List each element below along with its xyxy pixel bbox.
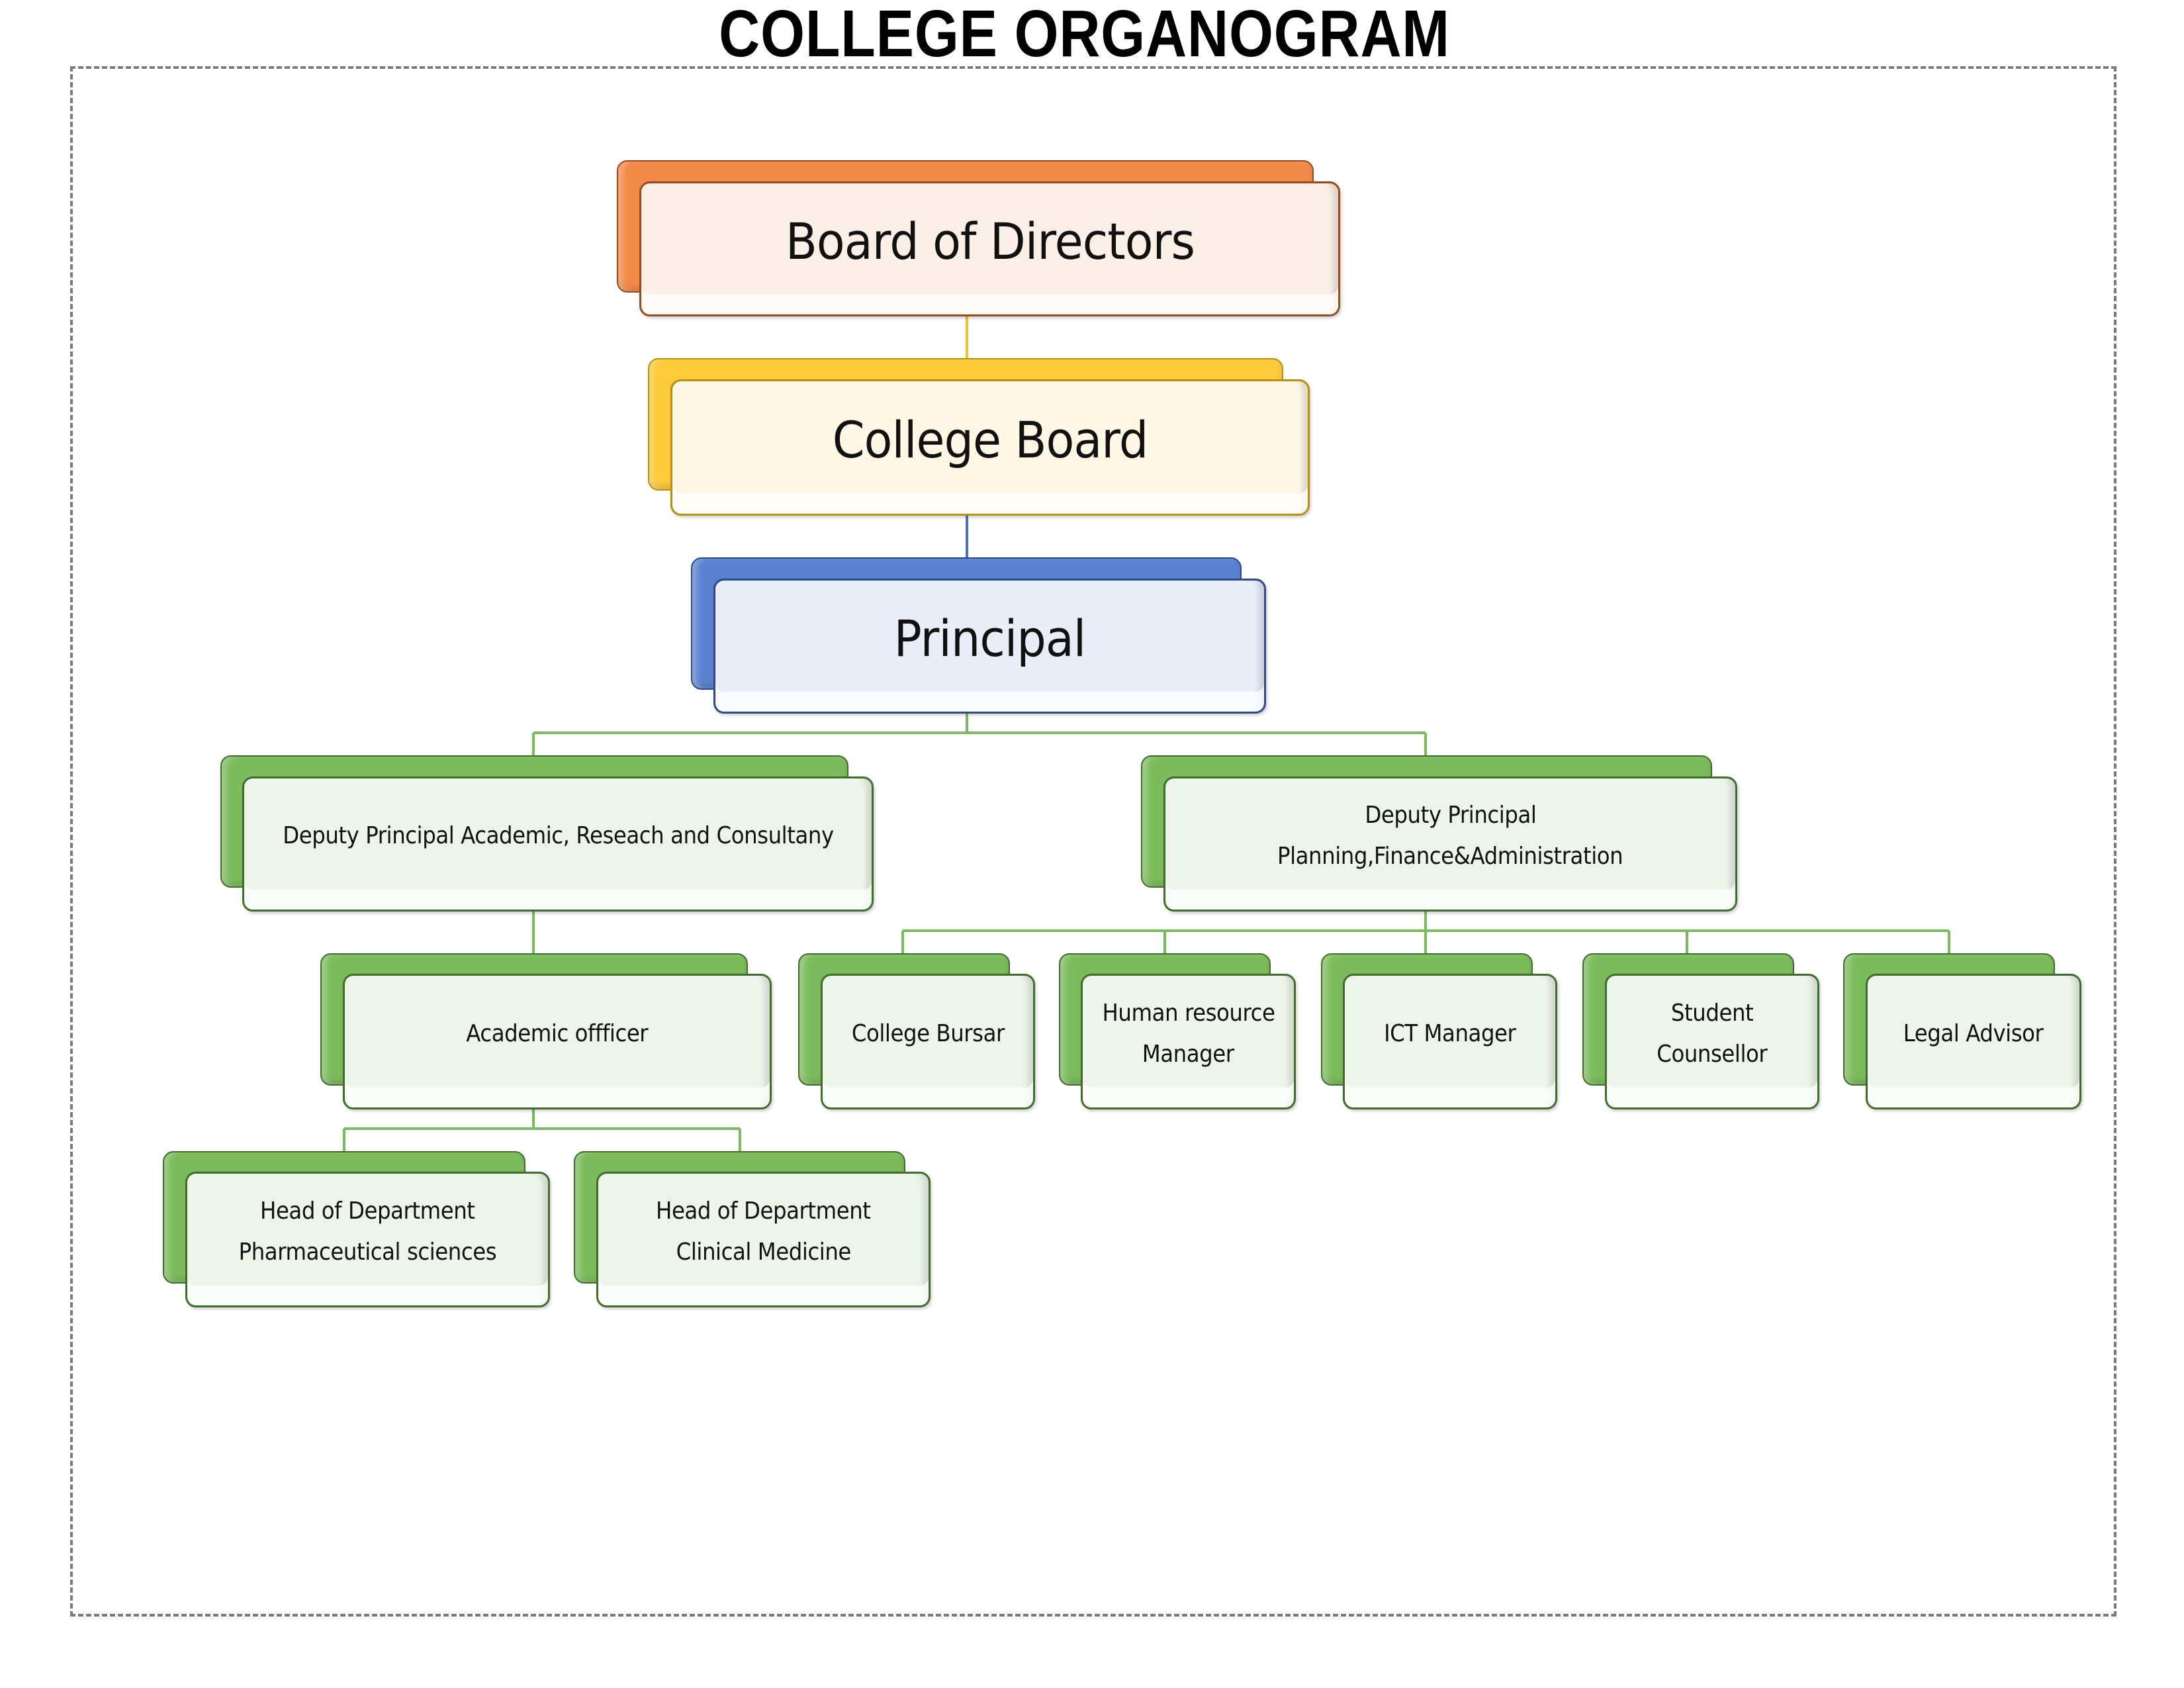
node-card: Principal [713,579,1266,714]
node-label: Clinical Medicine [676,1238,851,1266]
node-label: Counsellor [1657,1040,1768,1068]
node-label: Deputy Principal [1364,802,1537,829]
node-label: College Board [832,410,1149,469]
node-label: Legal Advisor [1903,1019,2044,1047]
node-label: Head of Department [656,1197,871,1225]
node-card: Deputy Principal Academic, Reseach and C… [242,776,874,912]
node-label: Principal [893,608,1087,668]
connector-to-planning-child [1163,931,1166,953]
node-card: Board of Directors [639,181,1340,316]
node-label: ICT Manager [1384,1019,1516,1047]
node-label: Head of Department [260,1197,475,1225]
connector-to-academic-officer [532,912,535,953]
node-label: Pharmaceutical sciences [238,1238,497,1266]
connector-academic-officer-down [532,1109,535,1129]
connector-to-hod-clinical [739,1129,741,1151]
node-card: ICT Manager [1343,974,1557,1109]
node-card: College Bursar [821,974,1035,1109]
connector-to-planning-child [1948,931,1950,953]
diagram-frame [70,66,2116,1617]
page-title: COLLEGE ORGANOGRAM [719,0,1450,71]
node-label: Deputy Principal Academic, Reseach and C… [282,822,834,849]
connector-to-planning-child [1686,931,1688,953]
node-label: Human resource [1101,999,1275,1027]
connector-to-planning-child [1424,931,1427,953]
node-label: Student [1670,999,1754,1027]
connector-board-to-college-board [966,316,968,358]
connector-to-deputy-planning [1424,733,1427,755]
connector-deputy-planning-down [1424,912,1427,931]
node-card: College Board [670,379,1310,516]
connector-to-planning-child [901,931,904,953]
node-label: College Bursar [851,1019,1005,1047]
node-label: Board of Directors [785,211,1195,271]
connector-to-hod-pharma [343,1129,345,1151]
node-label: Academic offficer [466,1019,649,1047]
node-card: Legal Advisor [1866,974,2081,1109]
connector-principal-bus [533,731,1426,734]
node-card: Academic offficer [343,974,772,1109]
connector-principal-down [966,714,968,733]
connector-academic-officer-bus [344,1127,740,1130]
node-label: Manager [1142,1040,1234,1068]
connector-college-board-to-principal [966,516,968,557]
connector-to-deputy-academic [532,733,535,755]
node-label: Planning,Finance&Administration [1277,843,1623,870]
